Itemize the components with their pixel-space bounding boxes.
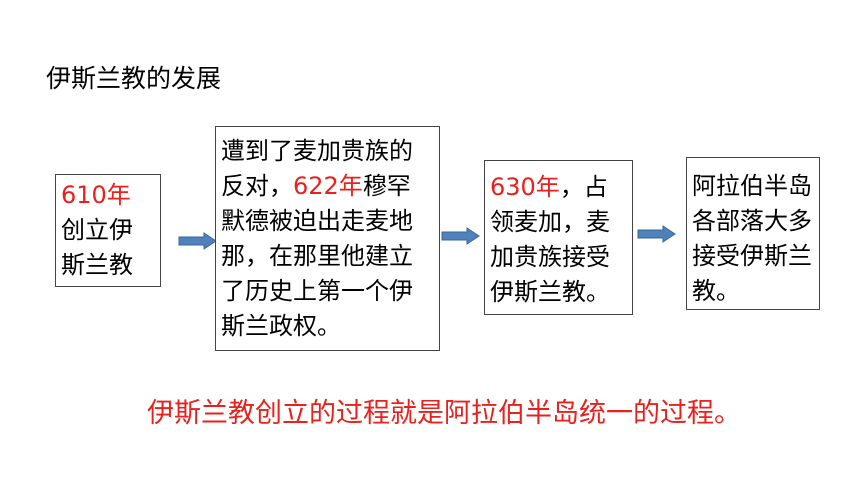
- box-line: 接受伊斯兰: [692, 239, 819, 274]
- box-text: 教。: [692, 277, 740, 305]
- box-line: 遭到了麦加贵族的: [221, 134, 439, 169]
- box-line: 610年: [61, 178, 160, 213]
- highlight-date: 630年: [490, 173, 560, 201]
- box-line: 默德被迫出走麦地: [221, 204, 439, 239]
- box-text: 斯兰教: [61, 251, 133, 279]
- box-text: 领麦加，麦: [490, 208, 610, 236]
- box-text: 伊斯兰教。: [490, 278, 610, 306]
- box-line: 加贵族接受: [490, 240, 632, 275]
- step-box-unification: 阿拉伯半岛各部落大多接受伊斯兰教。: [686, 157, 820, 310]
- box-text: 默德被迫出走麦地: [221, 207, 413, 235]
- step-box-hijra: 遭到了麦加贵族的反对，622年穆罕默德被迫出走麦地那，在那里他建立了历史上第一个…: [215, 126, 440, 351]
- step-box-mecca: 630年，占领麦加，麦加贵族接受伊斯兰教。: [484, 160, 633, 315]
- box-line: 阿拉伯半岛: [692, 169, 819, 204]
- box-text: 创立伊: [61, 216, 133, 244]
- box-text: 阿拉伯半岛: [692, 172, 812, 200]
- box-text: 接受伊斯兰: [692, 242, 812, 270]
- box-text: 加贵族接受: [490, 243, 610, 271]
- box-line: 各部落大多: [692, 204, 819, 239]
- box-line: 创立伊: [61, 213, 160, 248]
- box-text: 穆罕: [362, 172, 411, 200]
- box-text: 那，在那里他建立: [221, 242, 413, 270]
- box-line: 反对，622年穆罕: [221, 169, 439, 204]
- box-line: 斯兰教: [61, 248, 160, 283]
- arrow-right-icon: [637, 225, 676, 243]
- highlight-date: 610年: [61, 181, 131, 209]
- step-box-founding: 610年创立伊斯兰教: [55, 174, 161, 287]
- box-line: 伊斯兰教。: [490, 275, 632, 310]
- box-line: 教。: [692, 274, 819, 309]
- box-text: 斯兰政权。: [221, 312, 341, 340]
- box-text: 各部落大多: [692, 207, 812, 235]
- box-text: 遭到了麦加贵族的: [221, 137, 413, 165]
- box-line: 斯兰政权。: [221, 309, 439, 344]
- arrow-right-icon: [441, 227, 480, 245]
- arrow-right-icon: [178, 232, 217, 250]
- box-text: ，占: [559, 173, 608, 201]
- box-line: 那，在那里他建立: [221, 239, 439, 274]
- box-text: 了历史上第一个伊: [221, 277, 413, 305]
- highlight-date: 622年: [293, 172, 363, 200]
- slide-title: 伊斯兰教的发展: [46, 64, 222, 93]
- box-line: 了历史上第一个伊: [221, 274, 439, 309]
- conclusion-text: 伊斯兰教创立的过程就是阿拉伯半岛统一的过程。: [147, 398, 741, 429]
- box-line: 领麦加，麦: [490, 205, 632, 240]
- box-text: 反对，: [221, 172, 293, 200]
- box-line: 630年，占: [490, 170, 632, 205]
